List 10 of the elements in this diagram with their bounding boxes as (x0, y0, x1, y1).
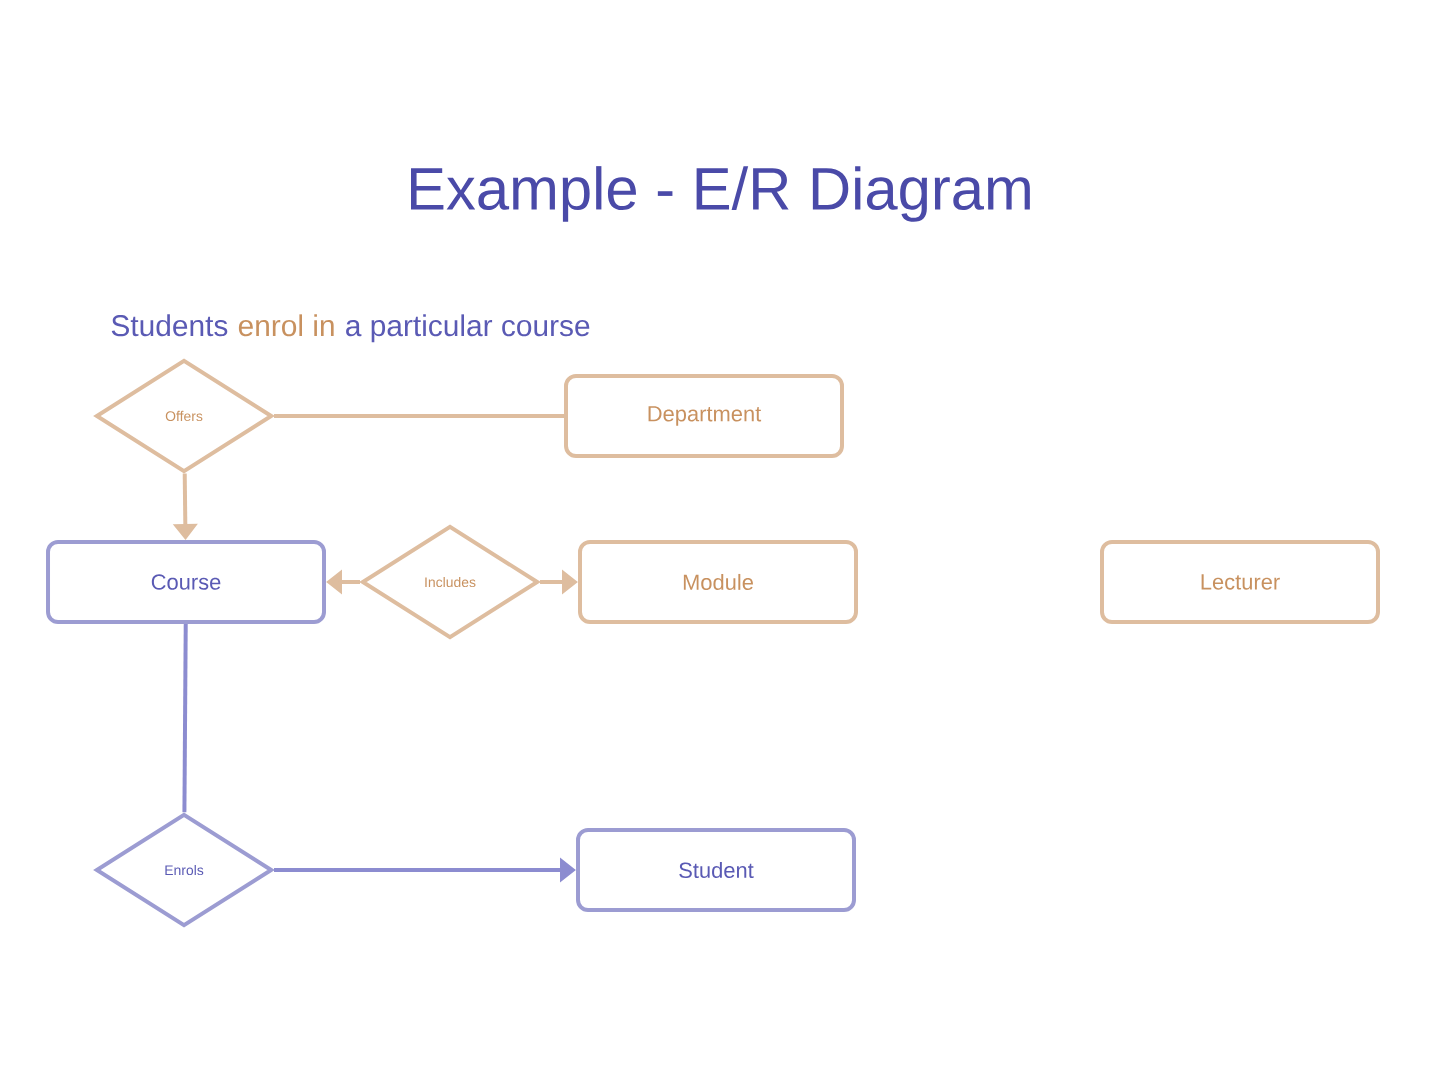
subtitle-text: enrol in (238, 314, 334, 337)
entity-box: Course (46, 540, 326, 624)
connector (274, 414, 564, 418)
title: Example - E/R Diagram (411, 166, 1030, 222)
entity-box: Department (564, 374, 844, 458)
entity-box: Student (576, 828, 856, 912)
subtitle-text: a particular course (346, 314, 590, 343)
entity-box: Lecturer (1100, 540, 1380, 624)
connector (182, 623, 188, 813)
entity-box: Module (578, 540, 858, 624)
